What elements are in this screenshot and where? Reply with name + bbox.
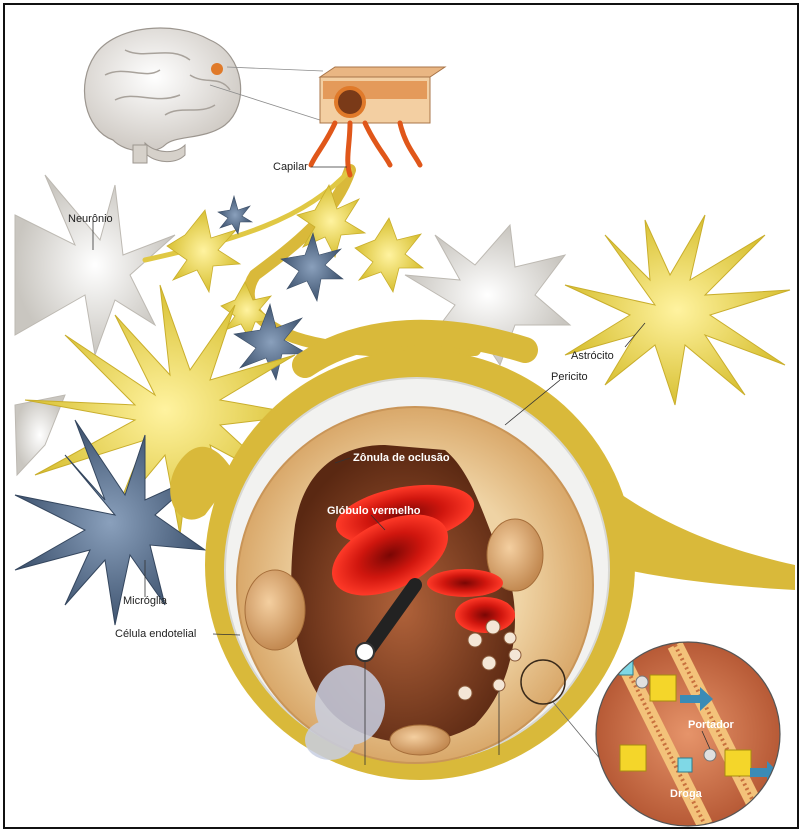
label-droga: Droga	[670, 788, 702, 800]
label-microglia: Micróglia	[123, 595, 167, 607]
drug-tube-tip	[356, 643, 374, 661]
label-pericito: Pericito	[551, 371, 588, 383]
label-celula-endotelial: Célula endotelial	[115, 628, 196, 640]
label-astrocito: Astrócito	[571, 350, 614, 362]
label-capilar: Capilar	[273, 161, 308, 173]
carrier-protein-1	[650, 675, 676, 701]
illustration-frame: Capilar Neurônio Astrócito Pericito Zônu…	[3, 3, 799, 829]
endothelial-nucleus-bottom	[390, 725, 450, 755]
endothelial-nucleus-left	[245, 570, 305, 650]
label-globulo: Glóbulo vermelho	[327, 505, 421, 517]
drug-molecule-1	[619, 661, 633, 675]
drug-molecule-2	[678, 758, 692, 772]
capillary-block	[311, 67, 445, 175]
carrier-protein-2	[620, 745, 646, 771]
label-portador: Portador	[688, 719, 734, 731]
label-zonula: Zônula de oclusão	[353, 452, 450, 464]
neuron-left	[15, 175, 175, 355]
label-neuronio: Neurônio	[68, 213, 113, 225]
blood-brain-barrier-illustration	[5, 5, 799, 829]
astrocyte-large-right	[565, 215, 790, 405]
brain-illustration	[85, 28, 241, 163]
carrier-protein-3	[725, 750, 751, 776]
